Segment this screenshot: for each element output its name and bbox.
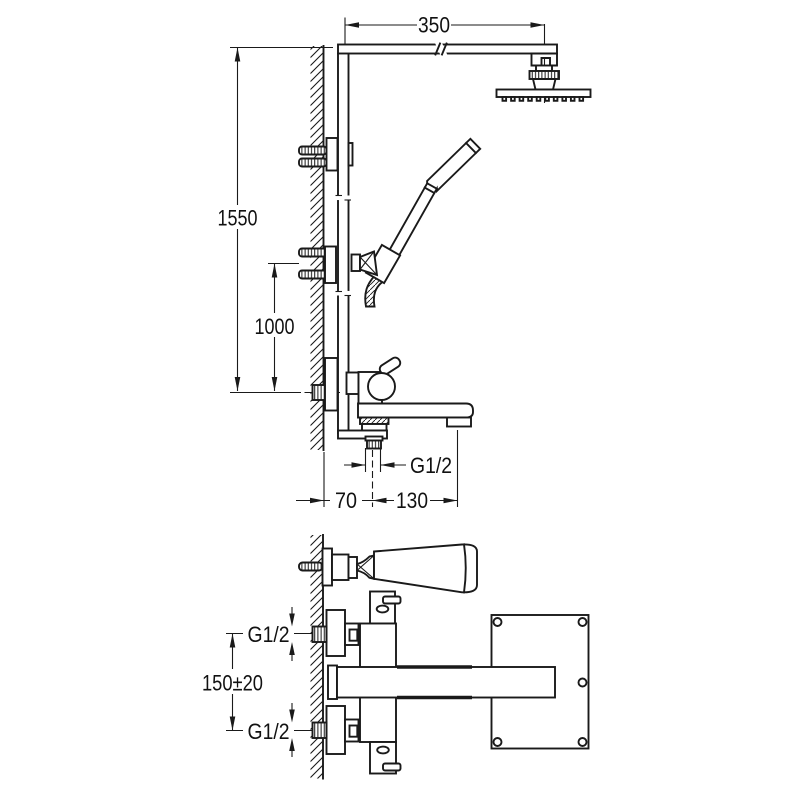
bracket-screw-icon bbox=[298, 157, 328, 168]
tub-spout bbox=[357, 402, 474, 419]
bracket-screw-icon bbox=[298, 145, 328, 156]
dim-label-350: 350 bbox=[418, 13, 450, 38]
bracket-screw-icon bbox=[298, 247, 328, 258]
dimension-holder-height: 1000 bbox=[252, 263, 297, 391]
handle-screw-icon bbox=[298, 561, 324, 572]
front-elevation-view: 350 1550 1000 G1/2 bbox=[215, 13, 592, 513]
bath-mixer bbox=[311, 356, 474, 450]
lower-wall-bracket bbox=[298, 245, 337, 284]
spout-bar-plan bbox=[327, 664, 556, 700]
wall-supply-thread-icon bbox=[311, 384, 326, 401]
shower-arm bbox=[337, 42, 558, 56]
holder-cone bbox=[359, 250, 379, 277]
dimension-arm-reach: 350 bbox=[345, 13, 545, 38]
pipe-break-icon bbox=[335, 194, 351, 297]
mixer-escutcheon bbox=[324, 357, 339, 412]
dim-label-g12-bottom: G1/2 bbox=[248, 719, 290, 744]
spout-outlet bbox=[446, 416, 472, 428]
handle-grip bbox=[373, 543, 478, 594]
dimension-column-height: 1550 bbox=[215, 47, 260, 391]
wall-section-plan bbox=[310, 534, 324, 780]
shower-hose bbox=[364, 274, 387, 308]
upper-wall-bracket bbox=[298, 137, 354, 172]
upper-inlet-union bbox=[311, 609, 360, 657]
bracket-screw-icon bbox=[298, 269, 328, 280]
plate-hole-icon bbox=[577, 737, 588, 747]
plate-hole-icon bbox=[577, 617, 588, 627]
mixer-handle-plan bbox=[298, 543, 478, 594]
dim-label-g12-top: G1/2 bbox=[248, 622, 290, 647]
dim-label-130: 130 bbox=[396, 488, 428, 513]
top-mounting-clip bbox=[369, 590, 402, 625]
dim-label-150-20: 150±20 bbox=[202, 671, 263, 696]
rain-shower-head bbox=[495, 52, 592, 102]
hand-shower bbox=[350, 137, 482, 285]
inlet-thread-icon bbox=[311, 625, 328, 643]
mixer-knob bbox=[367, 372, 396, 401]
holder-base bbox=[350, 253, 361, 272]
plate-hole-icon bbox=[492, 737, 503, 747]
column-foot-bracket bbox=[337, 429, 388, 440]
plan-view: G1/2 G1/2 150±20 bbox=[199, 534, 590, 780]
swivel-nut-icon bbox=[528, 70, 560, 80]
shower-nozzles bbox=[501, 96, 585, 102]
dim-label-g12-spout: G1/2 bbox=[410, 453, 452, 478]
dimension-spout-thread: G1/2 bbox=[344, 453, 452, 478]
inlet-thread-icon bbox=[311, 721, 328, 739]
plate-hole-icon bbox=[492, 617, 503, 627]
dimension-bottom-inlet: G1/2 bbox=[226, 703, 313, 757]
dim-label-70: 70 bbox=[335, 488, 357, 513]
dimension-wall-offsets: 70 130 bbox=[296, 488, 458, 513]
dim-label-1000: 1000 bbox=[255, 314, 295, 339]
bottom-mounting-clip bbox=[369, 741, 402, 775]
diverter-thread-icon bbox=[366, 439, 382, 450]
dimension-inlet-spacing: 150±20 bbox=[199, 633, 266, 731]
plate-hole-icon bbox=[577, 677, 588, 688]
mixer-lever bbox=[378, 356, 402, 376]
dim-label-1550: 1550 bbox=[218, 206, 258, 231]
dimension-top-inlet: G1/2 bbox=[226, 607, 313, 661]
